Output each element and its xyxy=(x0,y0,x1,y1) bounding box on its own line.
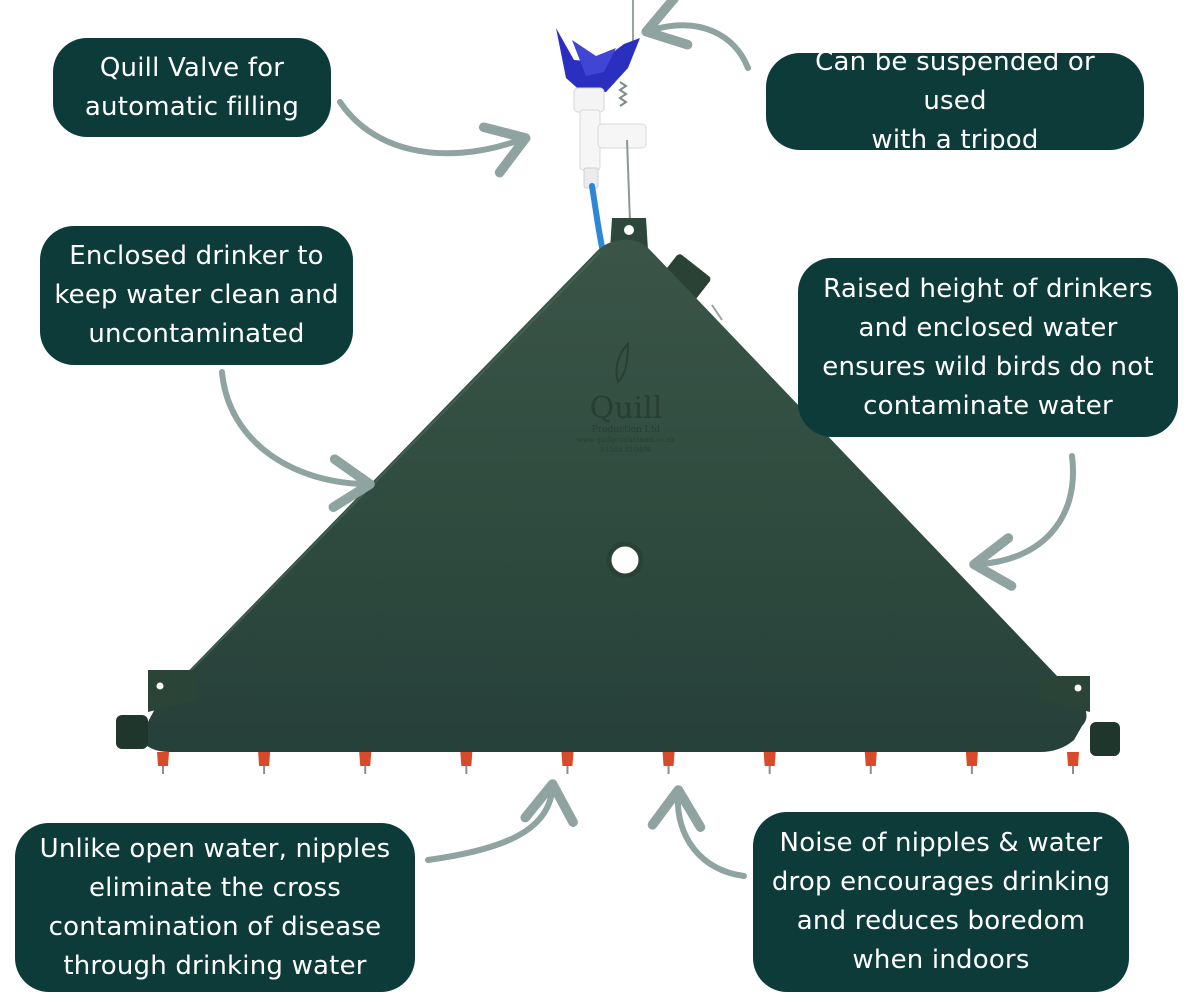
callout-quill-valve: Quill Valve for automatic filling xyxy=(53,38,331,137)
callout-suspended: Can be suspended or used with a tripod xyxy=(766,47,1144,155)
nipple-row xyxy=(157,752,1079,774)
drinking-nipple xyxy=(965,752,978,774)
inlet-cap xyxy=(659,254,723,321)
arrow-quill-valve xyxy=(337,99,531,178)
drinking-nipple xyxy=(258,752,271,774)
arrow-raised-height xyxy=(969,453,1076,591)
callout-noise: Noise of nipples & water drop encourages… xyxy=(753,812,1129,992)
drinking-nipple xyxy=(662,752,675,774)
drinking-nipple xyxy=(359,752,372,774)
drinking-nipple xyxy=(157,752,169,774)
drinking-nipple xyxy=(1067,752,1079,774)
arrow-enclosed xyxy=(219,369,375,512)
drinking-nipple xyxy=(561,752,574,774)
arrow-nipples xyxy=(425,779,578,863)
quill-logo-line-3: 01584 810404 xyxy=(600,446,652,454)
drinking-nipple xyxy=(460,752,473,774)
quill-logo-emboss: Quill Production Ltd www.quillproduction… xyxy=(577,341,676,454)
callout-nipples: Unlike open water, nipples eliminate the… xyxy=(15,823,415,992)
callout-enclosed-drinker: Enclosed drinker to keep water clean and… xyxy=(40,226,353,365)
drinking-nipple xyxy=(864,752,877,774)
quill-logo-text: Quill xyxy=(590,391,663,426)
drinker-body xyxy=(140,239,1087,752)
quill-logo-line-2: www.quillproductions.co.uk xyxy=(577,436,676,444)
arrow-suspended xyxy=(641,0,751,71)
quill-valve xyxy=(556,28,647,223)
center-hole xyxy=(606,541,644,579)
end-cap-right xyxy=(1090,722,1120,756)
callout-raised-height: Raised height of drinkers and enclosed w… xyxy=(798,258,1178,437)
end-cap-left xyxy=(116,715,148,749)
arrow-noise xyxy=(647,785,747,879)
quill-logo-line-1: Production Ltd xyxy=(592,425,661,435)
drinking-nipple xyxy=(763,752,776,774)
mount-tab-left xyxy=(148,670,196,712)
